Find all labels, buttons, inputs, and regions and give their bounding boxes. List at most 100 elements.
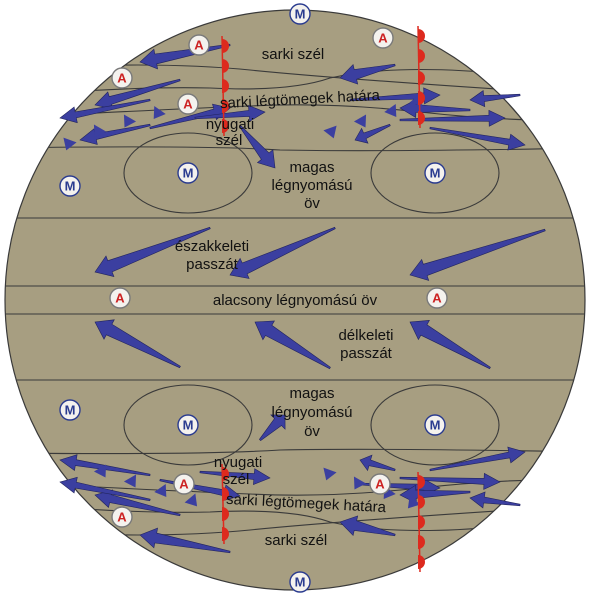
wind-arrow <box>429 126 526 151</box>
cold-front-tooth <box>63 137 77 151</box>
high-cell-ne <box>370 132 500 214</box>
low-pressure-marker: A <box>426 287 448 309</box>
warm-front-bulge <box>418 49 425 63</box>
wind-arrow <box>399 472 501 490</box>
high-cell-sw <box>123 384 253 466</box>
low-pressure-marker: A <box>111 67 133 89</box>
label-south-polar-wind: sarki szél <box>265 532 328 549</box>
wind-arrow <box>239 125 276 169</box>
cold-front-tooth <box>63 455 77 469</box>
warm-front-bulge <box>222 79 229 93</box>
warm-front-bulge <box>418 535 425 549</box>
label-north-westerly-2: szél <box>216 132 243 149</box>
high-pressure-letter: M <box>183 418 194 433</box>
wind-arrows <box>59 43 546 554</box>
label-south-westerly-2: szél <box>223 471 250 488</box>
low-pressure-letter: A <box>183 97 193 112</box>
label-north-high-belt-2: légnyomású <box>272 177 353 194</box>
low-pressure-letter: A <box>117 510 127 525</box>
low-pressure-letter: A <box>115 291 125 306</box>
wind-arrow <box>339 515 396 537</box>
cold-front-tooth <box>384 103 397 118</box>
high-pressure-marker: M <box>289 571 311 593</box>
wind-arrow <box>199 468 271 486</box>
low-pressure-marker: A <box>372 27 394 49</box>
wind-arrow <box>399 484 471 504</box>
label-north-polar-wind: sarki szél <box>262 46 325 63</box>
warm-front-bulge <box>418 91 425 105</box>
cold-front-tooth <box>407 495 421 509</box>
label-north-high-belt-1: magas <box>289 159 334 176</box>
cold-front-tooth <box>323 467 337 481</box>
wind-arrow <box>409 320 491 370</box>
warm-front-bulge <box>222 487 229 501</box>
warm-front-bulge <box>418 29 425 43</box>
label-low-belt: alacsony légnyomású öv <box>213 292 378 309</box>
high-pressure-marker: M <box>177 414 199 436</box>
low-pressure-marker: A <box>109 287 131 309</box>
warm-front-bulge <box>222 99 229 113</box>
low-pressure-letter: A <box>432 291 442 306</box>
wind-arrow <box>194 104 266 122</box>
wind-arrow <box>409 228 546 281</box>
high-pressure-marker: M <box>424 414 446 436</box>
cold-front-tooth <box>93 464 107 478</box>
wind-arrow <box>429 446 526 472</box>
warm-front-bulge <box>418 515 425 529</box>
cold-front-tooth <box>123 474 137 488</box>
label-south-high-belt-1: magas <box>289 385 334 402</box>
zone-line-s4 <box>5 501 585 532</box>
wind-arrow <box>59 476 151 502</box>
high-pressure-marker: M <box>289 3 311 25</box>
wind-arrow <box>259 414 286 441</box>
cold-front-tooth <box>353 114 367 128</box>
low-pressure-marker: A <box>173 473 195 495</box>
cold-front-tooth <box>153 105 166 120</box>
warm-front-bulge <box>222 507 229 521</box>
label-se-trade-1: délkeleti <box>338 327 393 344</box>
high-pressure-marker: M <box>59 175 81 197</box>
wind-arrow <box>229 226 336 279</box>
high-pressure-letter: M <box>65 179 76 194</box>
high-pressure-letter: M <box>295 575 306 590</box>
wind-arrow <box>469 90 521 108</box>
high-pressure-marker: M <box>59 399 81 421</box>
high-pressure-marker: M <box>177 162 199 184</box>
warm-front-bulge <box>418 111 425 125</box>
high-pressure-marker: M <box>424 162 446 184</box>
warm-front-bulge <box>222 39 229 53</box>
high-pressure-letter: M <box>65 403 76 418</box>
cold-front-tooth <box>154 483 167 498</box>
zone-line-s3 <box>5 479 585 496</box>
zone-line-n2 <box>5 68 585 99</box>
cold-front-tooth <box>323 125 337 139</box>
low-pressure-letter: A <box>378 31 388 46</box>
polar-fronts <box>63 25 425 573</box>
wind-arrow <box>399 109 506 127</box>
high-cell-se <box>370 384 500 466</box>
cold-front-tooth <box>123 114 137 128</box>
low-pressure-letter: A <box>179 477 189 492</box>
wind-arrow <box>359 454 396 472</box>
label-ne-trade-1: északkeleti <box>175 238 249 255</box>
low-pressure-marker: A <box>188 34 210 56</box>
high-pressure-letter: M <box>430 418 441 433</box>
wind-arrow <box>59 454 151 477</box>
low-pressure-marker: A <box>177 93 199 115</box>
low-pressure-letter: A <box>375 477 385 492</box>
label-south-high-belt-3: öv <box>304 423 320 440</box>
wind-arrow <box>339 63 396 85</box>
label-ne-trade-2: passzát <box>186 256 239 273</box>
cold-front-tooth <box>184 493 198 507</box>
label-se-trade-2: passzát <box>340 345 393 362</box>
label-north-westerly-1: nyugati <box>206 116 254 133</box>
high-pressure-letter: M <box>430 166 441 181</box>
wind-arrow <box>94 226 211 278</box>
zone-line-s2 <box>5 448 585 455</box>
warm-front-bulge <box>222 59 229 73</box>
warm-front-bulge <box>418 495 425 509</box>
warm-front-bulge <box>418 555 425 569</box>
wind-arrow <box>94 319 181 369</box>
warm-front-bulge <box>222 527 229 541</box>
